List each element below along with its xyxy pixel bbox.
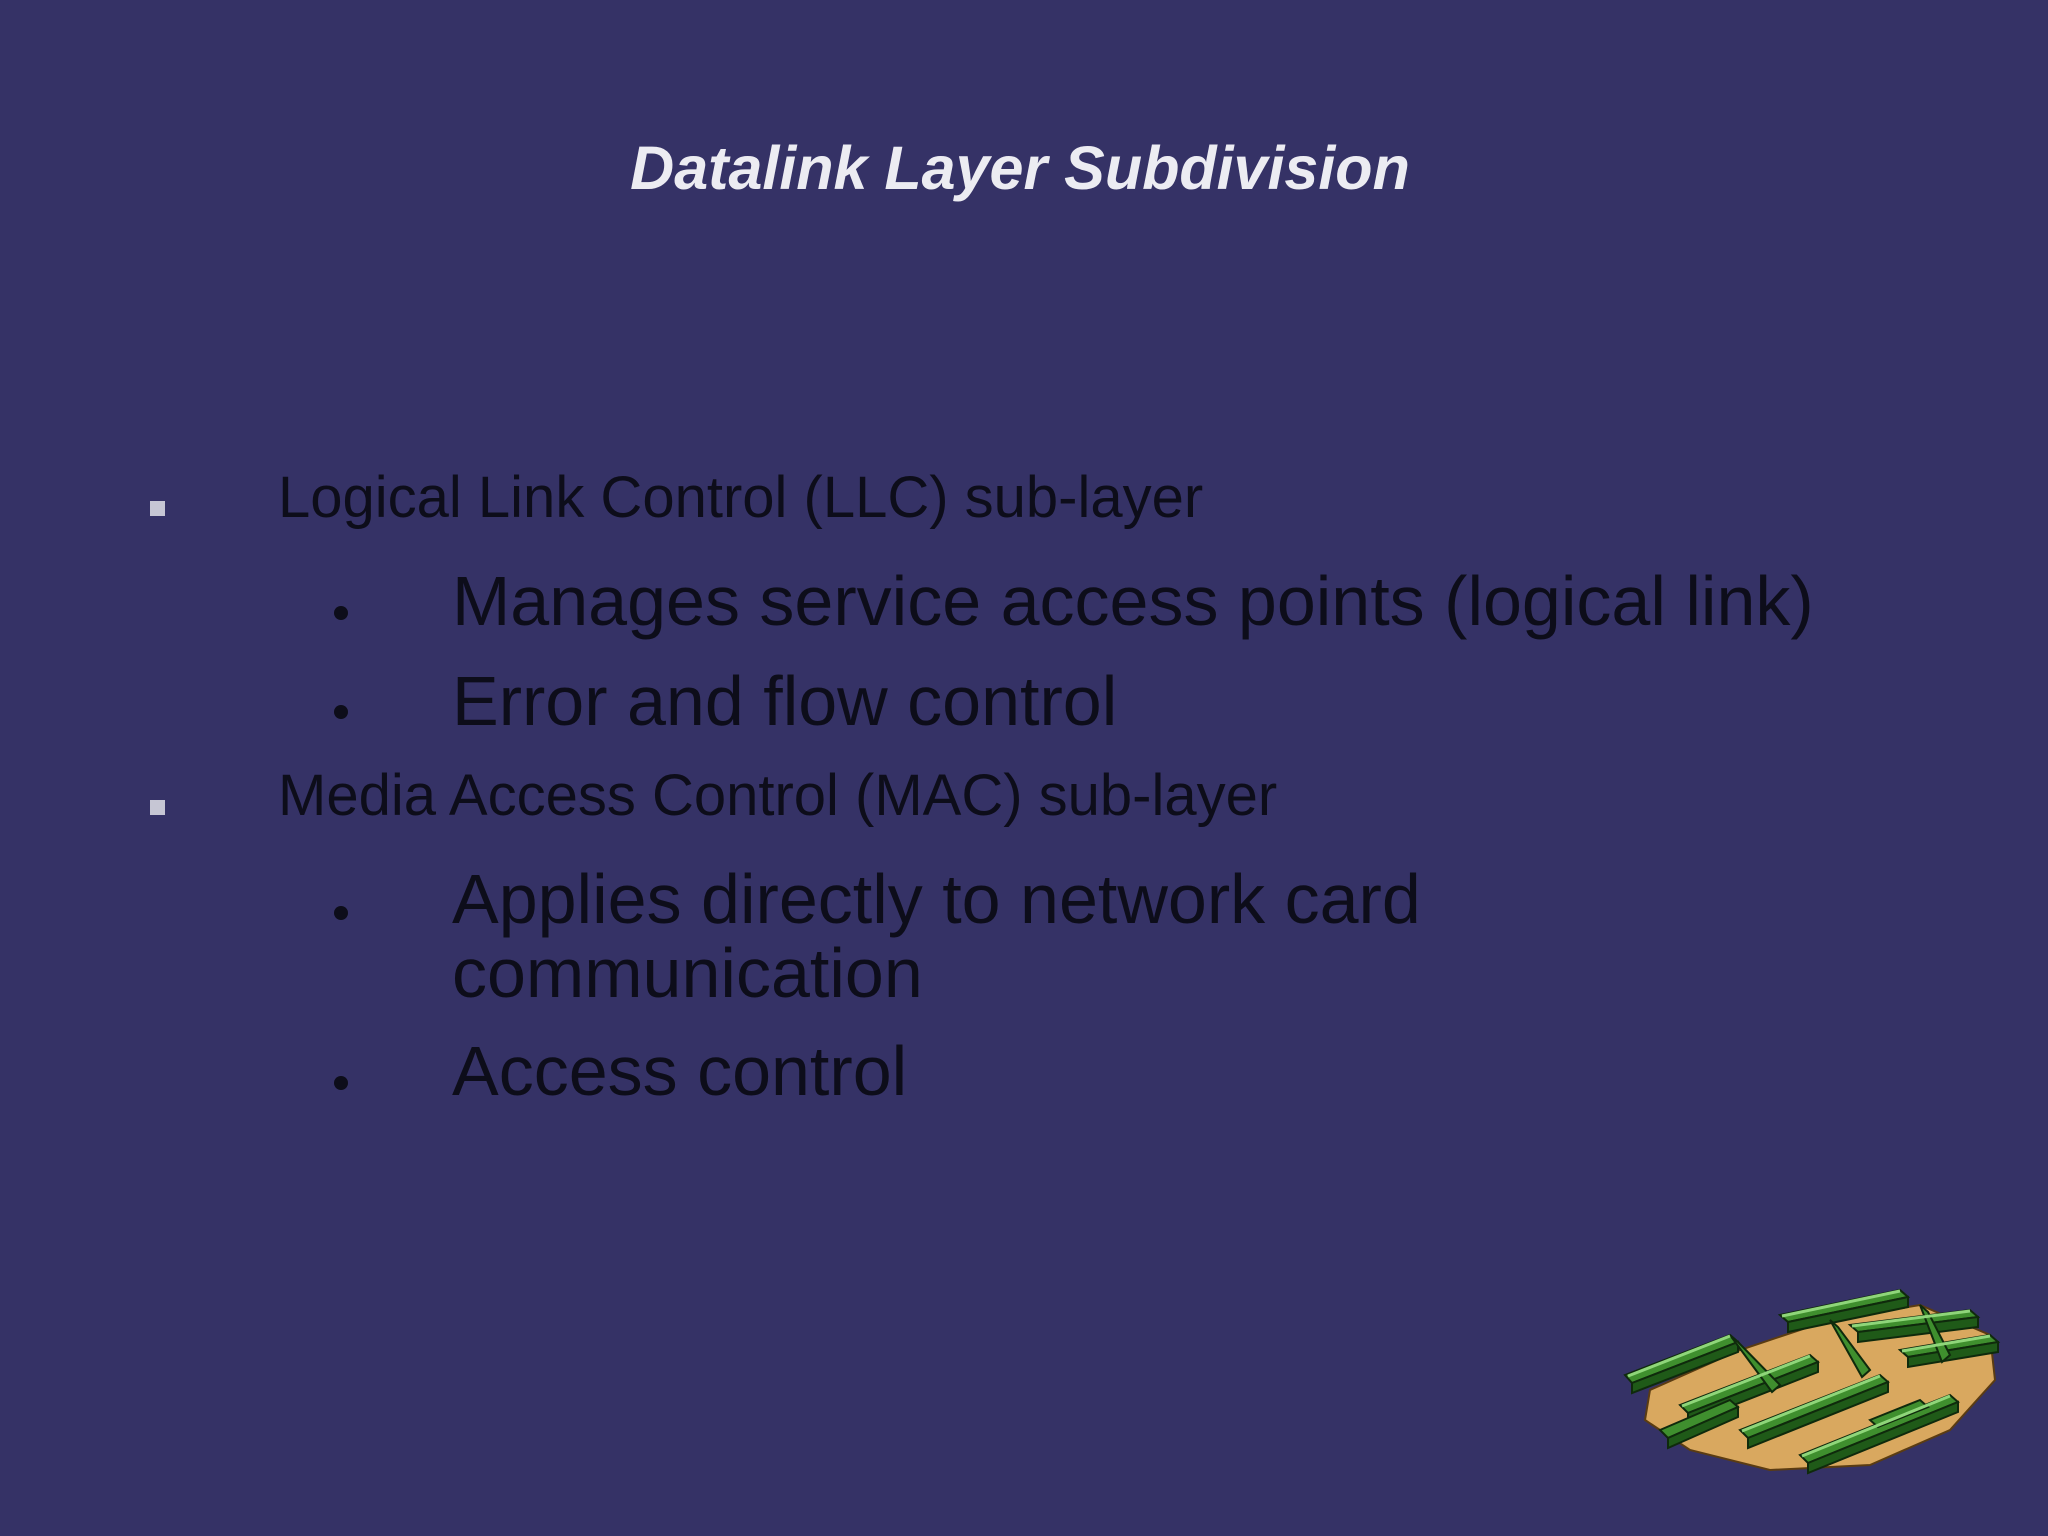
square-bullet-icon <box>150 501 165 516</box>
dot-bullet-icon <box>334 1076 348 1090</box>
sub-bullet-mac-1: Applies directly to network card communi… <box>452 860 1421 1012</box>
sub-bullet-llc-1: Manages service access points (logical l… <box>452 562 1814 640</box>
bullet-mac: Media Access Control (MAC) sub-layer <box>278 763 1278 828</box>
dot-bullet-icon <box>334 606 348 620</box>
sub-bullet-mac-2: Access control <box>452 1032 908 1110</box>
dot-bullet-icon <box>334 705 348 719</box>
bullet-llc: Logical Link Control (LLC) sub-layer <box>278 465 1204 530</box>
square-bullet-icon <box>150 800 165 815</box>
slide-title: Datalink Layer Subdivision <box>630 134 1410 202</box>
dot-bullet-icon <box>334 906 348 920</box>
sub-bullet-llc-2: Error and flow control <box>452 662 1118 740</box>
maze-icon <box>1623 1288 2001 1475</box>
